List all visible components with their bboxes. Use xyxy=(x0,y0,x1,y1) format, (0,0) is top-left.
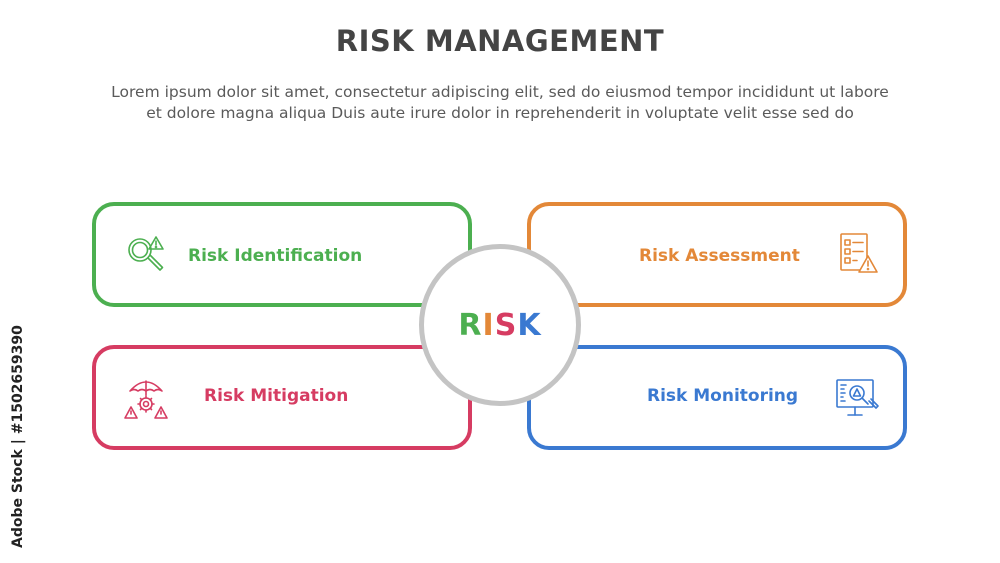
card-risk-monitoring: Risk Monitoring xyxy=(527,345,907,450)
checklist-warning-icon xyxy=(840,233,878,273)
page-title: RISK MANAGEMENT xyxy=(335,24,665,58)
card-risk-identification: Risk Identification xyxy=(92,202,472,307)
card-label: Risk Monitoring xyxy=(647,386,799,406)
stock-watermark: Adobe Stock | #1502659390 xyxy=(10,325,26,548)
center-letter-r: R xyxy=(458,307,483,343)
umbrella-gear-warning-icon xyxy=(124,380,168,419)
center-letter-k: K xyxy=(517,307,542,343)
center-risk-word: RISK xyxy=(458,308,541,343)
card-risk-assessment: Risk Assessment xyxy=(527,202,907,307)
center-letter-i: I xyxy=(482,307,495,343)
subtitle-line-2: et dolore magna aliqua Duis aute irure d… xyxy=(146,104,854,122)
card-risk-mitigation: Risk Mitigation xyxy=(92,345,472,450)
card-label: Risk Identification xyxy=(188,246,363,266)
subtitle-line-1: Lorem ipsum dolor sit amet, consectetur … xyxy=(111,83,889,101)
magnifier-warning-icon xyxy=(128,236,164,271)
card-label: Risk Mitigation xyxy=(204,386,349,406)
center-risk-circle: RISK xyxy=(419,244,581,406)
card-label: Risk Assessment xyxy=(639,246,800,266)
center-letter-s: S xyxy=(494,307,518,343)
subtitle: Lorem ipsum dolor sit amet, consectetur … xyxy=(40,82,960,124)
monitor-magnifier-icon xyxy=(836,379,879,416)
